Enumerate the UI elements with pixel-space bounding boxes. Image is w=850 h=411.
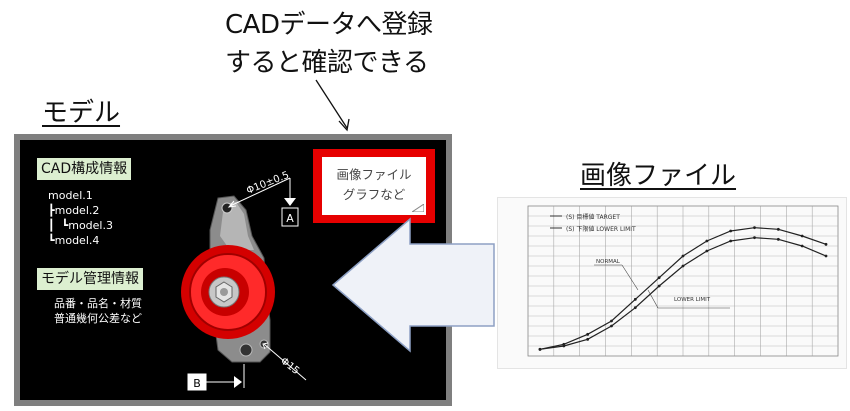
model-mgmt-label: モデル管理情報 — [37, 268, 143, 290]
tree-item: ┗model.4 — [48, 234, 100, 247]
data-point — [681, 264, 685, 268]
datum-b-triangle — [234, 376, 242, 388]
data-point — [610, 324, 613, 328]
callout-line-2: すると確認できる — [225, 48, 429, 78]
cad-drawing: A Φ10±0.5 Φ15 B — [181, 170, 307, 391]
data-point — [824, 254, 828, 258]
data-point — [800, 234, 804, 238]
data-point — [753, 236, 756, 240]
data-point — [586, 337, 590, 341]
annotation-lower-leader — [647, 289, 659, 309]
callout-pointer-head — [338, 118, 350, 132]
image-file-box-inner: 画像ファイル グラフなど — [322, 157, 426, 215]
data-point — [729, 229, 733, 233]
data-point — [633, 297, 637, 301]
mgmt-line: 品番・品名・材質 — [54, 297, 142, 310]
image-box-line: グラフなど — [342, 187, 406, 202]
data-point — [776, 227, 780, 231]
graph-svg: (S) 目標値 TARGET (S) 下限値 LOWER LIMIT NORMA… — [527, 205, 839, 357]
data-point — [562, 344, 566, 348]
dim-leader-bottom-arrow — [262, 342, 269, 350]
callout-pointer-line — [315, 79, 348, 129]
callout-text: CADデータへ登録 すると確認できる — [225, 6, 433, 82]
mgmt-line: 普通幾何公差など — [54, 312, 142, 325]
model-tree: model.1 ┣model.2 ┃ ┗model.3 ┗model.4 — [48, 188, 113, 248]
data-point — [681, 254, 685, 258]
data-point — [633, 306, 637, 310]
data-point — [657, 276, 661, 280]
graph-curves — [538, 226, 828, 351]
page-fold-icon — [412, 204, 424, 212]
bottom-hole-1 — [239, 343, 253, 357]
cad-viewer-panel: A Φ10±0.5 Φ15 B CAD構成情報 model.1 ┣model.2… — [14, 134, 452, 406]
dim-leader-top — [229, 177, 291, 207]
legend-entry-1: (S) 目標値 TARGET — [566, 213, 620, 221]
data-point — [705, 239, 709, 243]
legend-entry-2: (S) 下限値 LOWER LIMIT — [566, 225, 636, 233]
cad-info-label: CAD構成情報 — [37, 158, 132, 180]
dim-top-label: Φ10±0.5 — [245, 170, 291, 197]
dim-bottom-label: Φ15 — [278, 356, 301, 377]
graph-image: (S) 目標値 TARGET (S) 下限値 LOWER LIMIT NORMA… — [497, 197, 847, 369]
tree-item: model.1 — [48, 189, 93, 202]
data-point — [610, 319, 613, 323]
pulley-bolt — [220, 288, 228, 296]
annotation-normal-leader — [621, 264, 639, 291]
tree-item: ┣model.2 — [48, 204, 100, 217]
annotation-normal: NORMAL — [596, 259, 621, 265]
dim-leader-top-arrow — [227, 200, 237, 208]
data-point — [729, 239, 733, 243]
data-point — [824, 242, 828, 246]
model-mgmt-details: 品番・品名・材質 普通幾何公差など — [54, 296, 142, 326]
datum-a-frame — [281, 207, 299, 227]
model-heading: モデル — [42, 98, 121, 128]
data-point — [705, 249, 709, 253]
datum-a-letter: A — [286, 212, 294, 225]
datum-b-letter: B — [193, 377, 201, 390]
data-point — [538, 347, 542, 351]
annotation-lower-limit: LOWER LIMIT — [674, 297, 711, 303]
top-mounting-hole — [221, 202, 233, 214]
datum-a-triangle — [284, 198, 296, 206]
data-point — [586, 332, 590, 336]
page-fold-shape — [412, 204, 424, 212]
dim-leader-bottom — [263, 343, 307, 381]
image-file-box: 画像ファイル グラフなど — [313, 149, 435, 223]
data-point — [800, 244, 804, 248]
data-point — [657, 284, 661, 288]
image-file-heading: 画像ファイル — [580, 161, 737, 191]
bracket-shade — [220, 202, 254, 250]
callout-line-1: CADデータへ登録 — [225, 10, 433, 40]
image-box-line: 画像ファイル — [336, 167, 412, 182]
data-point — [753, 226, 756, 230]
data-point — [776, 237, 780, 241]
tree-item: ┃ ┗model.3 — [48, 219, 113, 232]
